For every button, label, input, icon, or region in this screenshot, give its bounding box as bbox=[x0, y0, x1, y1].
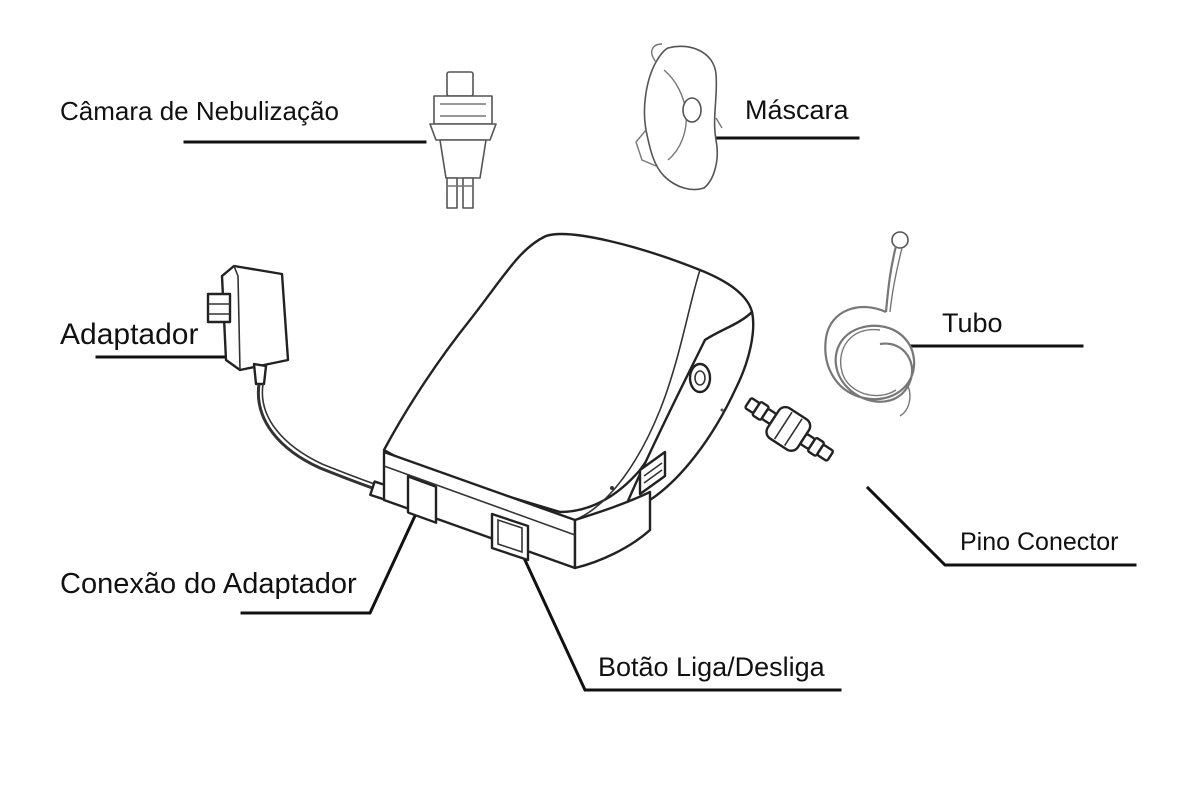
label-nebulization-chamber: Câmara de Nebulização bbox=[60, 96, 339, 126]
label-adapter: Adaptador bbox=[60, 318, 199, 351]
leader-line-pin bbox=[865, 485, 1137, 567]
connector-pin-illustration bbox=[744, 397, 834, 462]
leader-line-adapter-connection bbox=[240, 503, 422, 615]
mask-illustration bbox=[635, 43, 723, 191]
label-power-button: Botão Liga/Desliga bbox=[598, 652, 825, 682]
power-adapter-illustration bbox=[206, 264, 393, 502]
leader-line-power-button bbox=[516, 543, 842, 692]
label-tube: Tubo bbox=[942, 308, 1003, 338]
nebulizer-unit-illustration bbox=[382, 232, 755, 570]
label-adapter-connection: Conexão do Adaptador bbox=[60, 568, 357, 600]
tube-illustration bbox=[824, 231, 916, 417]
nebulization-chamber-illustration bbox=[429, 71, 497, 209]
label-mask: Máscara bbox=[745, 95, 849, 125]
label-connector-pin: Pino Conector bbox=[960, 528, 1119, 556]
leader-lines bbox=[95, 136, 1137, 692]
